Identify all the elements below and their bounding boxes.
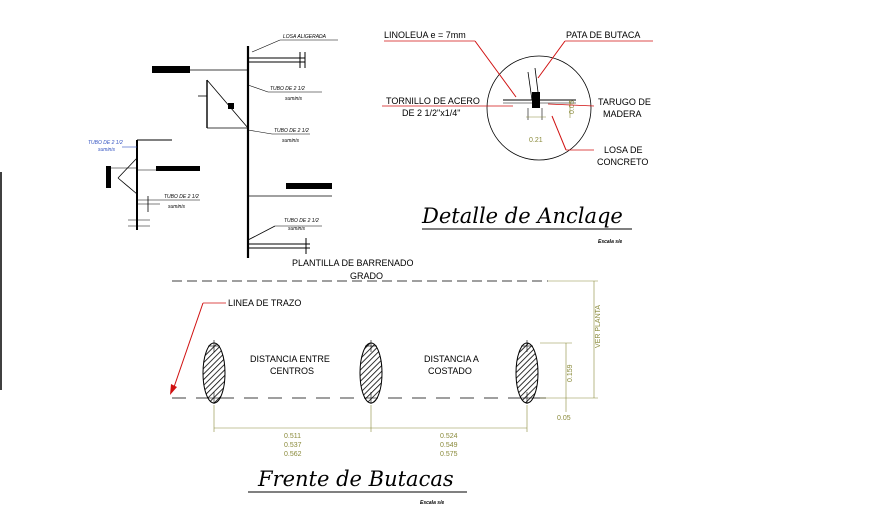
front-title: Frente de Butacas [257,467,454,491]
label-small-tubo-blue: TUBO DE 2 1/2 [88,140,123,146]
anchor-detail: 0.21 0.05 LINOLEUA e = 7mm PATA DE BUTAC… [382,30,653,245]
label-tarugo-2: MADERA [603,109,642,119]
label-tarugo-1: TARUGO DE [598,97,651,107]
label-pata-butaca: PATA DE BUTACA [566,30,640,40]
anchor-dim-021: 0.21 [529,137,543,144]
label-sumin-3: suminis [288,226,305,232]
front-scale: Escala s/e [420,500,444,506]
dim-left-1: 0.511 [284,433,301,440]
dim-right-3: 0.575 [440,451,458,458]
label-losa-2: CONCRETO [597,157,648,167]
label-dist-costado-2: COSTADO [428,366,472,376]
label-dist-costado-1: DISTANCIA A [424,354,479,364]
label-sumin-1: suminis [285,96,302,102]
dim-left-3: 0.562 [284,451,302,458]
label-dist-centros-1: DISTANCIA ENTRE [250,354,330,364]
label-tubo-3: TUBO DE 2 1/2 [284,218,319,224]
seat-leg-right [515,340,539,404]
dim-bottom: 0.05 [557,415,571,422]
label-tubo-2: TUBO DE 2 1/2 [274,128,309,134]
label-tubo-1: TUBO DE 2 1/2 [270,86,305,92]
label-small-tubo: TUBO DE 2 1/2 [164,194,199,200]
label-small-sumin: suminis [168,204,185,210]
label-linoleo: LINOLEUA e = 7mm [384,30,466,40]
anchor-title: Detalle de Anclaqe [421,204,623,228]
label-tornillo-1: TORNILLO DE ACERO [386,96,480,106]
label-linea-trazo: LINEA DE TRAZO [228,298,301,308]
seat-leg-left [202,340,226,404]
dim-ver-planta: VER PLANTA [595,305,602,348]
label-losa-aligerada: LOSA ALIGERADA [283,34,327,40]
dim-height: 0.159 [567,364,574,382]
label-sumin-2: suminis [282,138,299,144]
label-losa-1: LOSA DE [604,145,643,155]
seat-leg-middle [359,340,383,404]
plantilla-line-1: PLANTILLA DE BARRENADO [292,258,414,268]
section-detail: LOSA ALIGERADA TUBO DE 2 1/2 suminis TUB… [88,34,338,258]
label-dist-centros-2: CENTROS [270,366,314,376]
label-tornillo-2: DE 2 1/2"x1/4" [402,108,460,118]
front-detail: PLANTILLA DE BARRENADO GRADO LINEA DE TR… [170,258,602,506]
anchor-scale: Escala s/e [598,239,622,245]
label-small-sumin-blue: suminis [98,147,115,153]
dim-right-2: 0.549 [440,442,458,449]
dim-left-2: 0.537 [284,442,302,449]
dim-right-1: 0.524 [440,433,458,440]
anchor-dim-v: 0.05 [569,100,576,114]
plantilla-line-2: GRADO [350,271,383,281]
